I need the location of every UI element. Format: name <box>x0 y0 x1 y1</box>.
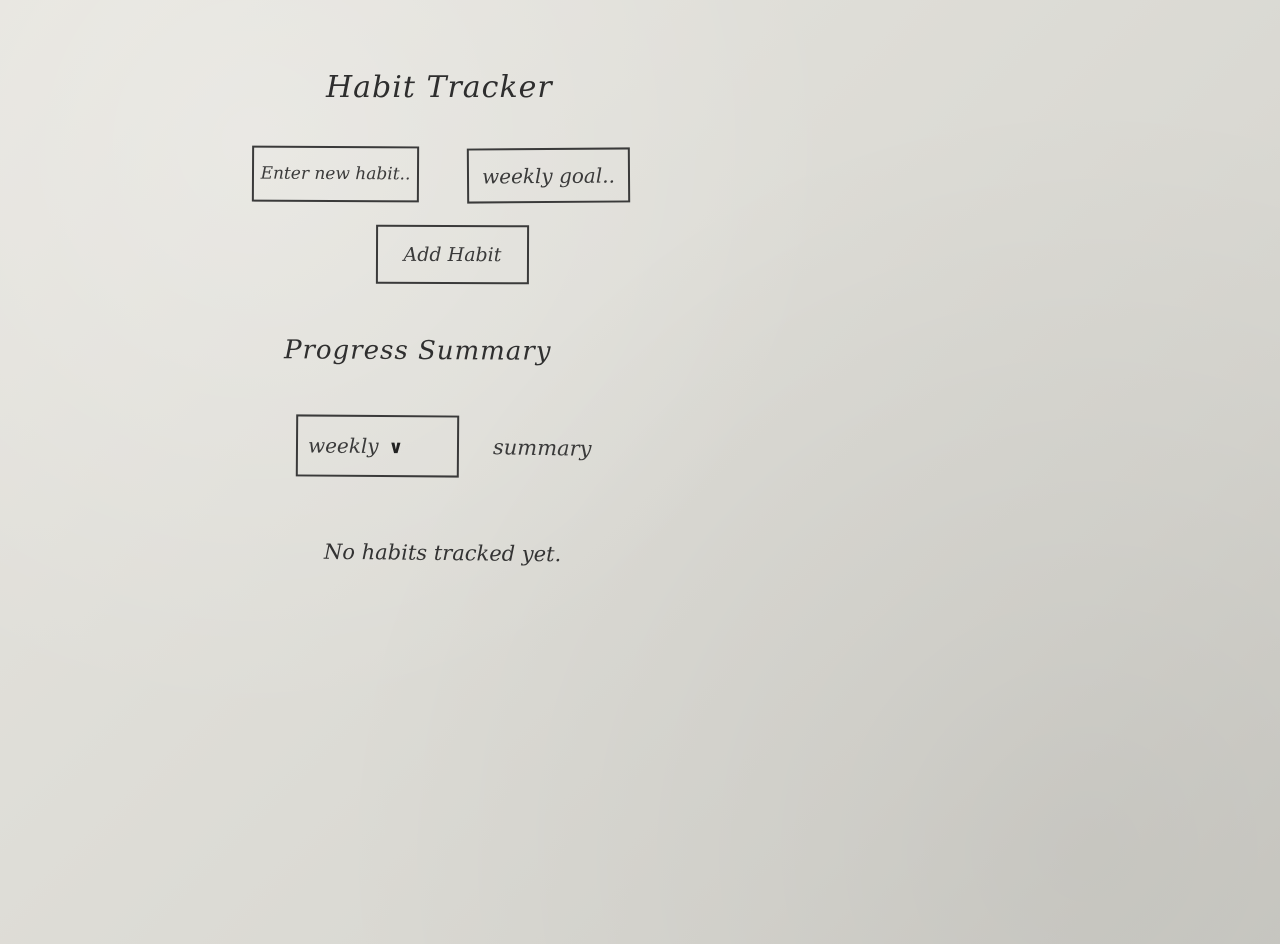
summary-period-value: weekly <box>307 433 379 459</box>
progress-summary-title: Progress Summary <box>283 335 552 367</box>
empty-habits-message: No habits tracked yet. <box>323 539 562 567</box>
chevron-down-icon: ∨ <box>388 436 404 458</box>
habit-name-input[interactable]: Enter new habit.. <box>251 145 420 203</box>
weekly-goal-input[interactable]: weekly goal.. <box>466 147 631 204</box>
summary-period-dropdown[interactable]: weekly ∨ <box>295 414 460 478</box>
add-habit-button[interactable]: Add Habit <box>375 224 530 285</box>
summary-label: summary <box>492 435 592 461</box>
app-title: Habit Tracker <box>326 70 553 105</box>
